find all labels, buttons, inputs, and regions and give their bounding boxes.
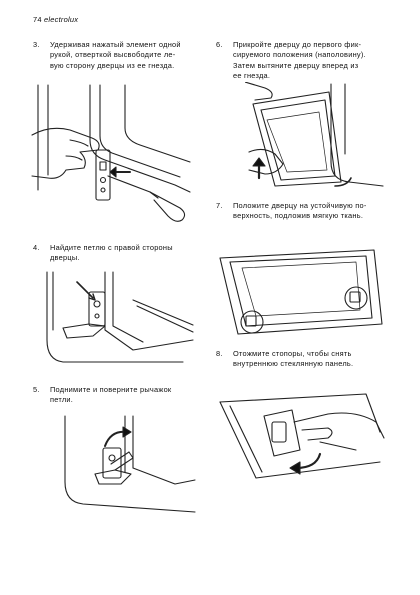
illustration-step-4 [33, 270, 198, 370]
step-4: 4. Найдите петлю с правой стороны дверцы… [33, 243, 203, 265]
page-header: 74 electrolux [33, 15, 78, 24]
illustration-step-5 [55, 412, 200, 527]
page-number: 74 [33, 15, 42, 24]
illustration-step-8 [216, 392, 386, 492]
illustration-step-6 [245, 82, 385, 192]
illustration-step-3 [30, 80, 200, 230]
step-number: 7. [216, 201, 223, 210]
step-number: 8. [216, 349, 223, 358]
illustration-step-7 [216, 246, 386, 338]
step-number: 4. [33, 243, 40, 252]
step-7: 7. Положите дверцу на устойчивую по- вер… [216, 201, 396, 223]
step-6: 6. Прикройте дверцу до первого фик- сиру… [216, 40, 396, 82]
step-text: Прикройте дверцу до первого фик- сируемо… [233, 40, 366, 80]
step-number: 6. [216, 40, 223, 49]
step-text: Отожмите стопоры, чтобы снять внутреннюю… [233, 349, 354, 369]
step-text: Положите дверцу на устойчивую по- верхно… [233, 201, 367, 221]
brand-name: electrolux [44, 15, 79, 24]
step-text: Удерживая нажатый элемент одной рукой, о… [50, 40, 181, 70]
step-text: Поднимите и поверните рычажок петли. [50, 385, 172, 405]
step-8: 8. Отожмите стопоры, чтобы снять внутрен… [216, 349, 396, 371]
step-3: 3. Удерживая нажатый элемент одной рукой… [33, 40, 203, 72]
step-text: Найдите петлю с правой стороны дверцы. [50, 243, 173, 263]
step-number: 5. [33, 385, 40, 394]
step-number: 3. [33, 40, 40, 49]
step-5: 5. Поднимите и поверните рычажок петли. [33, 385, 203, 407]
